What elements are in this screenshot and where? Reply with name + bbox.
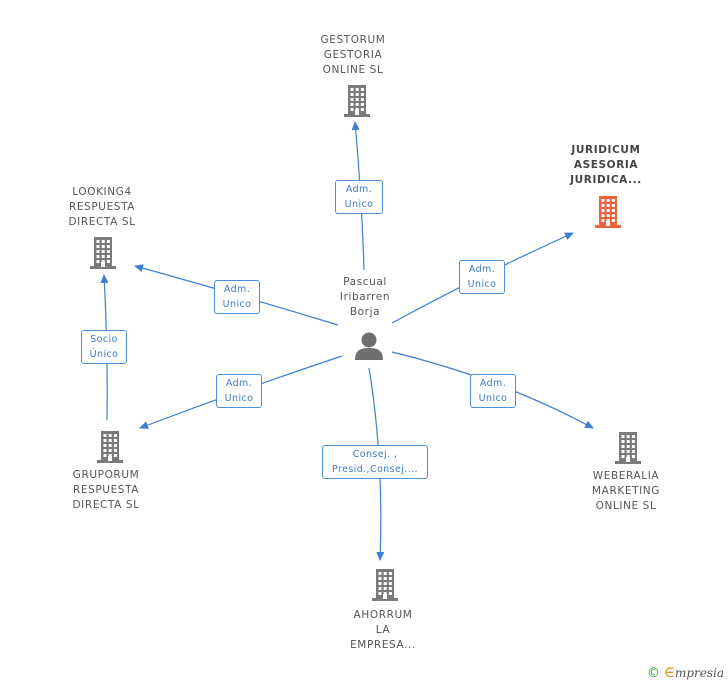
relation-label-weberalia[interactable]: Adm. Unico — [470, 374, 516, 408]
relation-label-looking4[interactable]: Adm. Unico — [214, 280, 260, 314]
company-name-gruporum[interactable]: GRUPORUM RESPUESTA DIRECTA SL — [72, 469, 140, 511]
company-name-ahorrum[interactable]: AHORRUM LA EMPRESA... — [350, 609, 416, 651]
building-icon[interactable] — [94, 430, 126, 464]
copyright-icon: © — [646, 666, 660, 681]
relation-label-socio-unico[interactable]: Socio Único — [81, 330, 127, 364]
brand-initial: ∈ — [663, 663, 675, 681]
relation-label-gestorum[interactable]: Adm. Unico — [335, 180, 383, 214]
company-name-weberalia[interactable]: WEBERALIA MARKETING ONLINE SL — [592, 470, 660, 512]
building-icon[interactable] — [341, 84, 373, 118]
person-icon[interactable] — [353, 331, 385, 361]
building-icon[interactable] — [87, 236, 119, 270]
brand-name: mpresia — [674, 666, 724, 680]
building-icon[interactable] — [592, 195, 624, 229]
company-name-juridicum[interactable]: JURIDICUM ASESORIA JURIDICA... — [570, 144, 642, 186]
company-name-looking4[interactable]: LOOKING4 RESPUESTA DIRECTA SL — [68, 186, 136, 228]
relation-label-gruporum[interactable]: Adm. Unico — [216, 374, 262, 408]
footer-brand[interactable]: ©∈mpresia — [647, 663, 724, 681]
company-name-gestorum[interactable]: GESTORUM GESTORIA ONLINE SL — [320, 34, 386, 76]
relation-label-ahorrum[interactable]: Consej. , Presid.,Consej.... — [322, 445, 428, 479]
relation-label-juridicum[interactable]: Adm. Unico — [459, 260, 505, 294]
person-name[interactable]: Pascual Iribarren Borja — [339, 276, 391, 318]
building-icon[interactable] — [612, 431, 644, 465]
building-icon[interactable] — [369, 568, 401, 602]
